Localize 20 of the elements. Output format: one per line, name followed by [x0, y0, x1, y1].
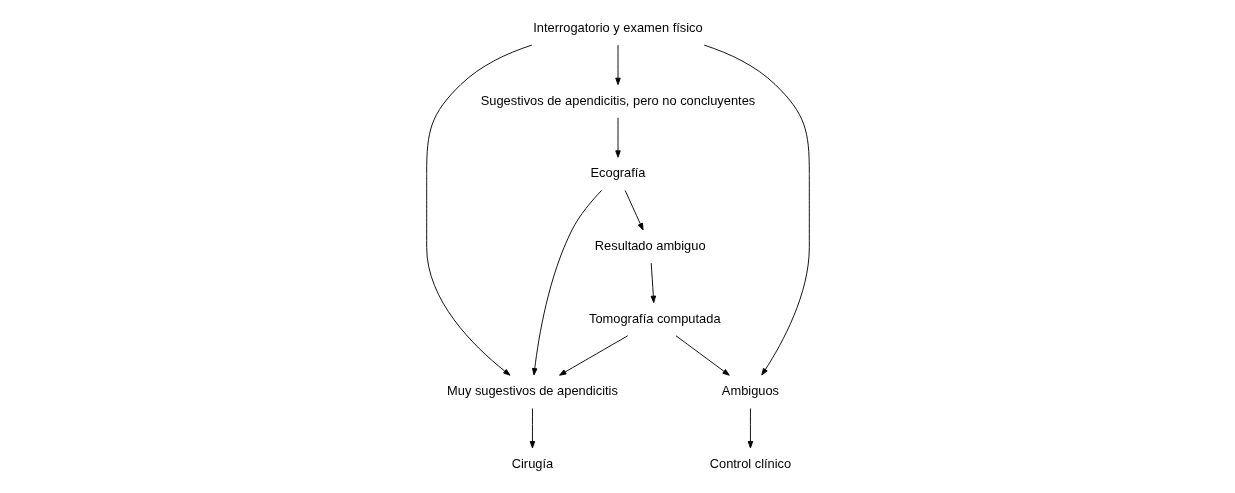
arrow: [529, 408, 535, 449]
arrow: [558, 335, 628, 376]
arrow: [650, 262, 656, 304]
arrow: [531, 190, 602, 376]
arrow: [747, 408, 753, 449]
node-text: Muy sugestivos de apendicitis: [446, 383, 618, 399]
arrow: [675, 335, 730, 376]
node-text: Interrogatorio y examen físico: [532, 19, 703, 35]
node-text: Ambiguos: [721, 383, 779, 399]
arrow: [614, 44, 621, 86]
arrow: [425, 44, 532, 376]
node-text: Sugestivos de apendicitis, pero no concluyentes: [480, 92, 755, 108]
node-text: Ecografía: [589, 165, 646, 181]
node-text: Resultado ambiguo: [594, 237, 706, 253]
node-text: Control clínico: [709, 455, 791, 471]
arrow: [703, 44, 810, 376]
node-text: Tomografía computada: [588, 310, 721, 326]
arrow: [624, 190, 643, 231]
arrow: [614, 117, 621, 158]
node-text: Cirugía: [511, 455, 553, 471]
